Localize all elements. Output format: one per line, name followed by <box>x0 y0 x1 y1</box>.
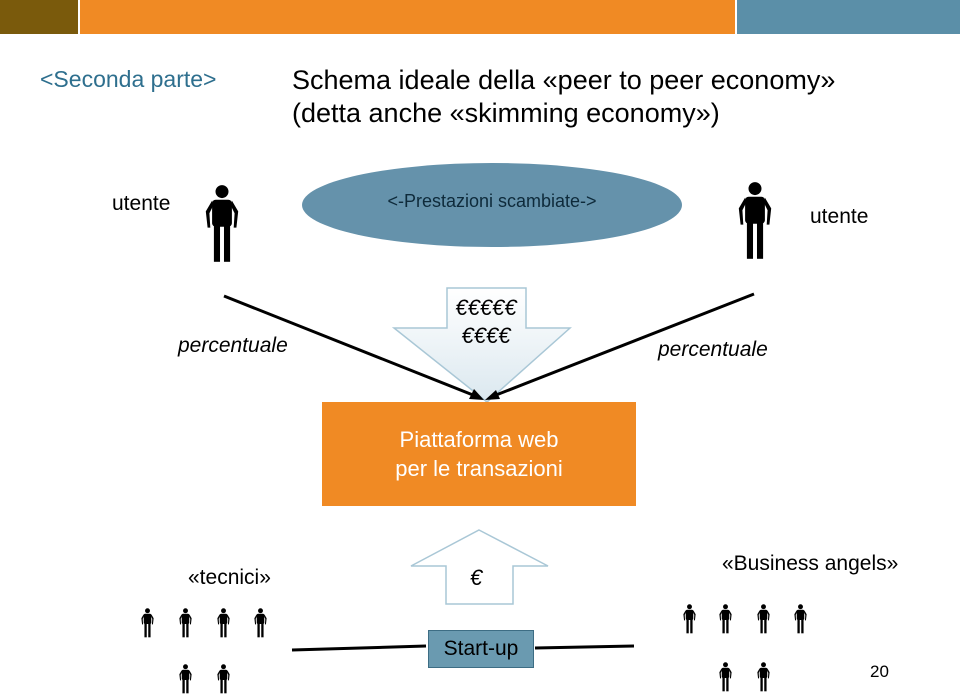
person-icon <box>216 608 231 638</box>
money-line-2: €€€€ <box>461 323 511 348</box>
person-icon <box>793 604 808 634</box>
percent-left-label: percentuale <box>178 334 288 357</box>
person-icon <box>178 664 193 694</box>
left-flow-line <box>223 294 479 399</box>
platform-box: Piattaforma web per le transazioni <box>322 402 636 506</box>
money-down-arrow <box>391 287 572 403</box>
tecnici-line <box>291 644 427 652</box>
person-icon <box>178 608 193 638</box>
percent-right-label: percentuale <box>658 338 768 361</box>
money-label: €€€€€ €€€€ <box>446 294 526 350</box>
page-number: 20 <box>870 662 889 681</box>
top-bar-blue <box>737 0 960 34</box>
exchange-ellipse <box>302 163 682 247</box>
page-title: Schema ideale della «peer to peer econom… <box>292 64 835 130</box>
right-flow-line <box>490 292 755 399</box>
person-icon <box>756 604 771 634</box>
title-line-2: (detta anche «skimming economy») <box>292 98 720 128</box>
person-icon <box>204 184 240 264</box>
left-flow-arrowhead <box>469 389 484 400</box>
person-icon <box>216 664 231 694</box>
business-angels-label: «Business angels» <box>722 552 899 575</box>
tecnici-label: «tecnici» <box>188 566 271 589</box>
person-icon <box>682 604 697 634</box>
top-bar-orange <box>80 0 735 34</box>
euro-label: € <box>470 565 483 590</box>
person-icon <box>253 608 268 638</box>
person-icon <box>737 181 773 261</box>
platform-line-2: per le transazioni <box>395 456 563 481</box>
right-user-label: utente <box>810 205 869 228</box>
exchange-label: <-Prestazioni scambiate-> <box>387 191 597 211</box>
startup-box: Start-up <box>428 630 534 668</box>
top-bar-brown <box>0 0 78 34</box>
right-flow-arrowhead <box>485 390 500 400</box>
person-icon <box>718 604 733 634</box>
angels-line <box>534 644 635 650</box>
person-icon <box>756 662 771 692</box>
person-icon <box>718 662 733 692</box>
euro-up-arrow <box>410 529 549 605</box>
money-line-1: €€€€€ <box>455 295 517 320</box>
section-label: <Seconda parte> <box>40 66 217 92</box>
left-user-label: utente <box>112 192 171 215</box>
platform-line-1: Piattaforma web <box>399 427 559 452</box>
title-line-1: Schema ideale della «peer to peer econom… <box>292 65 836 95</box>
person-icon <box>140 608 155 638</box>
